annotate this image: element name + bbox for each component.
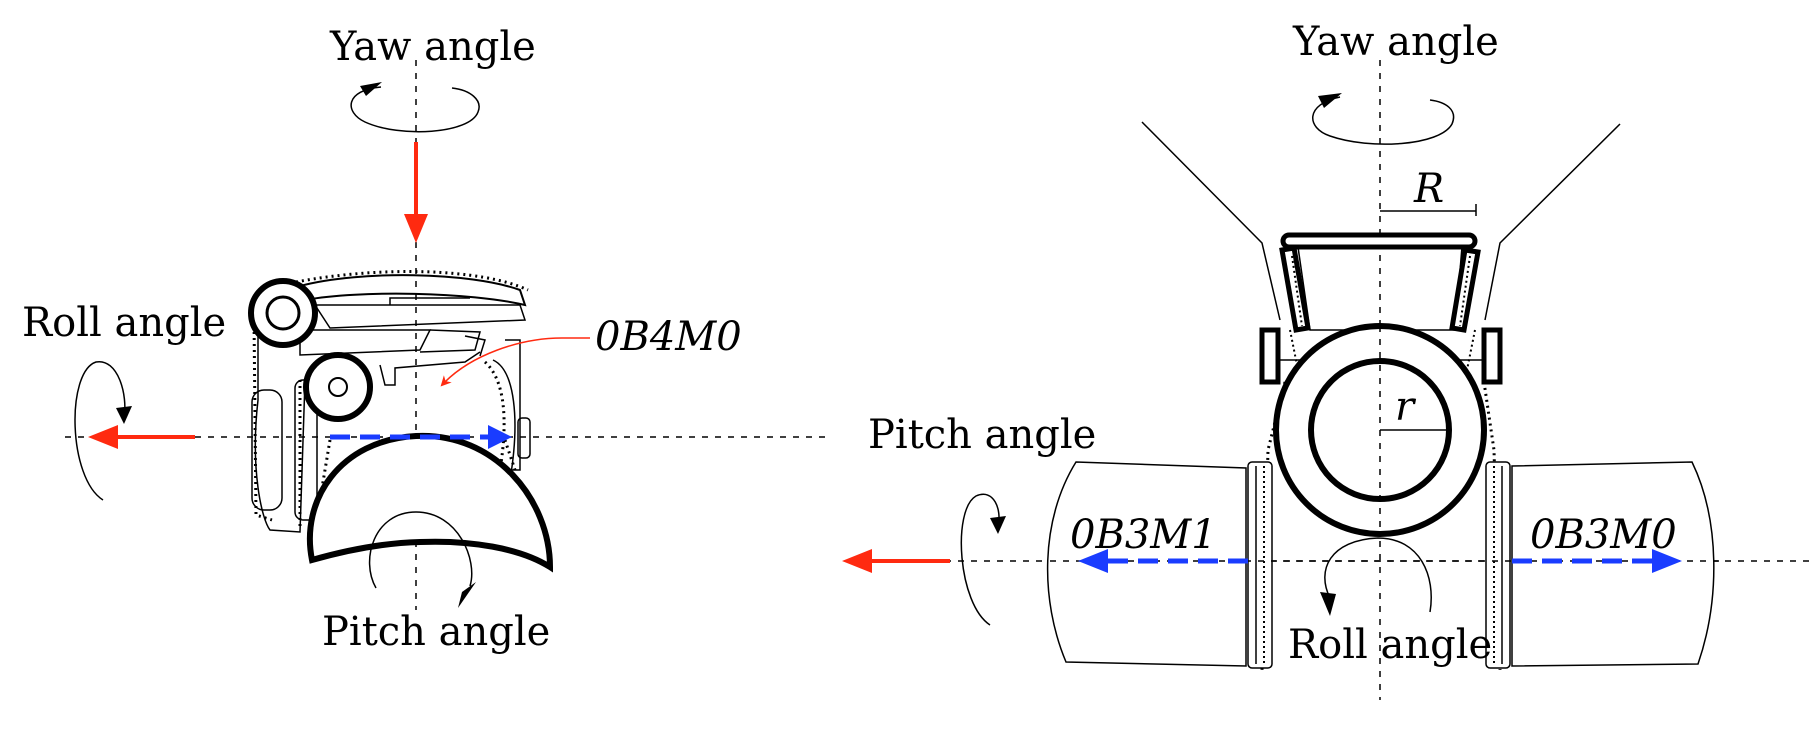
right-right-wheel: [1511, 461, 1715, 667]
right-roll-label: Roll angle: [1288, 622, 1492, 668]
right-right-strut-detail: [1459, 255, 1471, 327]
right-horizontal-force-arrowhead: [842, 549, 872, 573]
right-top-plate: [1280, 232, 1478, 250]
left-horizontal-force-arrowhead: [88, 425, 118, 449]
left-top-wheel: [248, 278, 318, 348]
left-blue-axis-arrowhead: [488, 425, 512, 449]
right-roll-rotation-arrow: [1324, 537, 1432, 613]
right-right-wheel-hub: [1485, 461, 1511, 669]
left-component-label: 0B4M0: [595, 314, 742, 360]
right-outer-radius-label: R: [1413, 166, 1444, 212]
left-pitch-arrowhead: [458, 582, 476, 608]
left-component-callout-line: [440, 337, 590, 387]
left-roll-rotation-arrow: [74, 361, 126, 501]
left-robot-body: [251, 270, 531, 533]
left-yaw-arrowhead: [360, 82, 382, 96]
right-right-strut: [1449, 247, 1481, 333]
right-right-arm: [1484, 123, 1621, 321]
right-left-strut-detail: [1291, 255, 1303, 327]
left-mid-wheel-inner: [328, 377, 348, 397]
right-inner-radius-label: r: [1395, 384, 1417, 430]
right-yaw-label: Yaw angle: [1292, 19, 1499, 65]
right-left-arm: [1141, 121, 1281, 321]
right-yaw-rotation-arrow: [1312, 96, 1455, 145]
right-view: Yaw angle R r: [842, 19, 1816, 700]
left-view: Yaw angle Roll angle: [22, 24, 830, 655]
right-pitch-label: Pitch angle: [868, 412, 1096, 458]
right-left-wheel: [1046, 461, 1247, 667]
right-left-blue-axis-arrowhead: [1078, 549, 1108, 573]
right-right-bracket: [1481, 327, 1503, 385]
right-left-bracket: [1259, 327, 1281, 385]
right-yaw-arrowhead: [1318, 93, 1342, 108]
left-vertical-force-arrowhead: [404, 214, 428, 243]
left-pitch-label: Pitch angle: [322, 609, 550, 655]
right-pitch-arrowhead: [990, 516, 1006, 534]
left-yaw-label: Yaw angle: [329, 24, 536, 70]
left-roll-arrowhead: [116, 406, 132, 424]
right-pitch-rotation-arrow: [960, 493, 1000, 626]
right-left-strut: [1279, 245, 1311, 333]
right-left-wheel-label: 0B3M1: [1070, 512, 1217, 558]
right-right-blue-axis-arrowhead: [1652, 549, 1682, 573]
left-pitch-rotation-arrow: [368, 511, 473, 589]
left-mid-wheel: [303, 352, 373, 422]
right-roll-arrowhead: [1320, 592, 1336, 616]
left-half-dome: [306, 432, 554, 573]
left-yaw-rotation-arrow: [350, 86, 480, 133]
left-top-wheel-inner: [265, 295, 301, 331]
right-left-wheel-hub: [1247, 461, 1273, 669]
left-roll-label: Roll angle: [22, 300, 226, 346]
